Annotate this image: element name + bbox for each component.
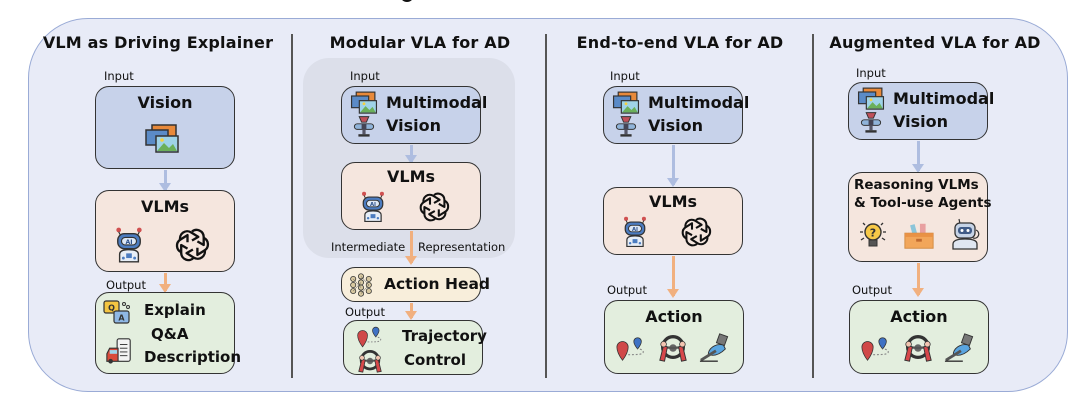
toolbox-icon xyxy=(903,221,935,251)
output-box: Explain Q&A Description xyxy=(95,292,241,374)
input-label: Input xyxy=(350,69,380,83)
output-box: Trajectory Control xyxy=(343,320,487,375)
arrow-input-to-vlm xyxy=(667,145,679,187)
action-output-box: Action xyxy=(849,300,989,374)
qa-chat-icon xyxy=(103,300,133,328)
input-line-vision: Vision xyxy=(648,116,703,135)
output-label: Output xyxy=(852,283,892,297)
multimodal-input-box: Multimodal Vision xyxy=(603,86,749,144)
ai-robot-icon xyxy=(622,214,648,248)
ai-robot-icon xyxy=(114,225,144,263)
multimodal-input-box: Multimodal Vision xyxy=(848,82,994,140)
panel-divider xyxy=(545,34,547,378)
box-title: VLMs xyxy=(648,192,698,211)
arrow-input-to-agents xyxy=(912,141,924,173)
neural-net-icon xyxy=(348,272,374,298)
model-line-tools: & Tool-use Agents xyxy=(854,195,992,211)
reasoning-agents-box: Reasoning VLMs & Tool-use Agents xyxy=(848,172,992,262)
action-head-box: Action Head xyxy=(341,267,490,302)
box-title: VLMs xyxy=(140,197,190,216)
agent-robot-icon xyxy=(949,218,981,250)
lidar-sensor-icon xyxy=(352,115,376,139)
box-title: Vision xyxy=(137,93,193,112)
route-pins-icon xyxy=(860,335,892,363)
openai-logo-icon xyxy=(680,216,712,248)
input-line-multimodal: Multimodal xyxy=(893,89,995,108)
arrow-agents-to-output xyxy=(912,263,924,297)
multimodal-input-box: Multimodal Vision xyxy=(341,86,487,144)
output-explain: Explain xyxy=(144,301,206,319)
images-icon xyxy=(350,91,378,115)
model-line-reasoning: Reasoning VLMs xyxy=(854,177,979,193)
input-line-vision: Vision xyxy=(386,116,441,135)
images-icon xyxy=(612,91,640,115)
box-title: VLMs xyxy=(386,167,436,186)
vlm-box: VLMs xyxy=(603,187,743,255)
box-title: Action xyxy=(645,307,703,326)
panel-divider xyxy=(812,34,814,378)
vlm-box: VLMs xyxy=(341,162,481,230)
input-line-multimodal: Multimodal xyxy=(386,93,488,112)
output-qa: Q&A xyxy=(151,325,189,343)
images-icon xyxy=(857,87,885,111)
panel-title: Modular VLA for AD xyxy=(329,33,511,52)
panel-divider xyxy=(291,34,293,378)
panel-title: Augmented VLA for AD xyxy=(829,33,1041,52)
pedal-icon xyxy=(699,333,731,363)
box-title: Action xyxy=(890,307,948,326)
lightbulb-question-icon xyxy=(857,219,889,251)
input-line-multimodal: Multimodal xyxy=(648,93,750,112)
action-head-label: Action Head xyxy=(384,275,491,293)
arrow-head-to-output xyxy=(405,303,417,320)
images-icon xyxy=(144,124,180,154)
output-label: Output xyxy=(106,278,146,292)
input-label: Input xyxy=(856,66,886,80)
arrow-vlm-to-head xyxy=(405,231,417,265)
lidar-sensor-icon xyxy=(859,111,883,135)
ai-robot-icon xyxy=(360,189,386,223)
output-label: Output xyxy=(345,305,385,319)
input-label: Input xyxy=(104,69,134,83)
vlm-box: VLMs xyxy=(95,190,235,272)
output-label: Output xyxy=(607,283,647,297)
car-checklist-icon xyxy=(105,337,133,365)
route-pins-icon xyxy=(356,325,384,349)
action-output-box: Action xyxy=(604,300,744,374)
panel-title: VLM as Driving Explainer xyxy=(42,33,274,52)
arrow-vlm-to-output xyxy=(159,273,171,293)
arrow-vlm-to-output xyxy=(667,256,679,298)
figure-title-fragment xyxy=(400,0,414,2)
output-description: Description xyxy=(144,348,242,366)
openai-logo-icon xyxy=(418,191,450,223)
output-control: Control xyxy=(404,351,467,369)
steering-wheel-icon xyxy=(657,333,689,363)
panel-title: End-to-end VLA for AD xyxy=(576,33,784,52)
input-label: Input xyxy=(610,69,640,83)
arrow-input-to-vlm xyxy=(405,145,417,164)
lidar-sensor-icon xyxy=(614,115,638,139)
pedal-icon xyxy=(944,333,976,363)
steering-wheel-icon xyxy=(356,349,384,373)
output-trajectory: Trajectory xyxy=(402,327,487,345)
arrow-input-to-vlm xyxy=(159,170,171,192)
intermediate-label: Intermediate xyxy=(331,240,406,254)
representation-label: Representation xyxy=(418,240,506,254)
openai-logo-icon xyxy=(174,227,210,263)
input-line-vision: Vision xyxy=(893,112,948,131)
route-pins-icon xyxy=(615,335,647,363)
steering-wheel-icon xyxy=(902,333,934,363)
vision-input-box: Vision xyxy=(95,86,235,169)
